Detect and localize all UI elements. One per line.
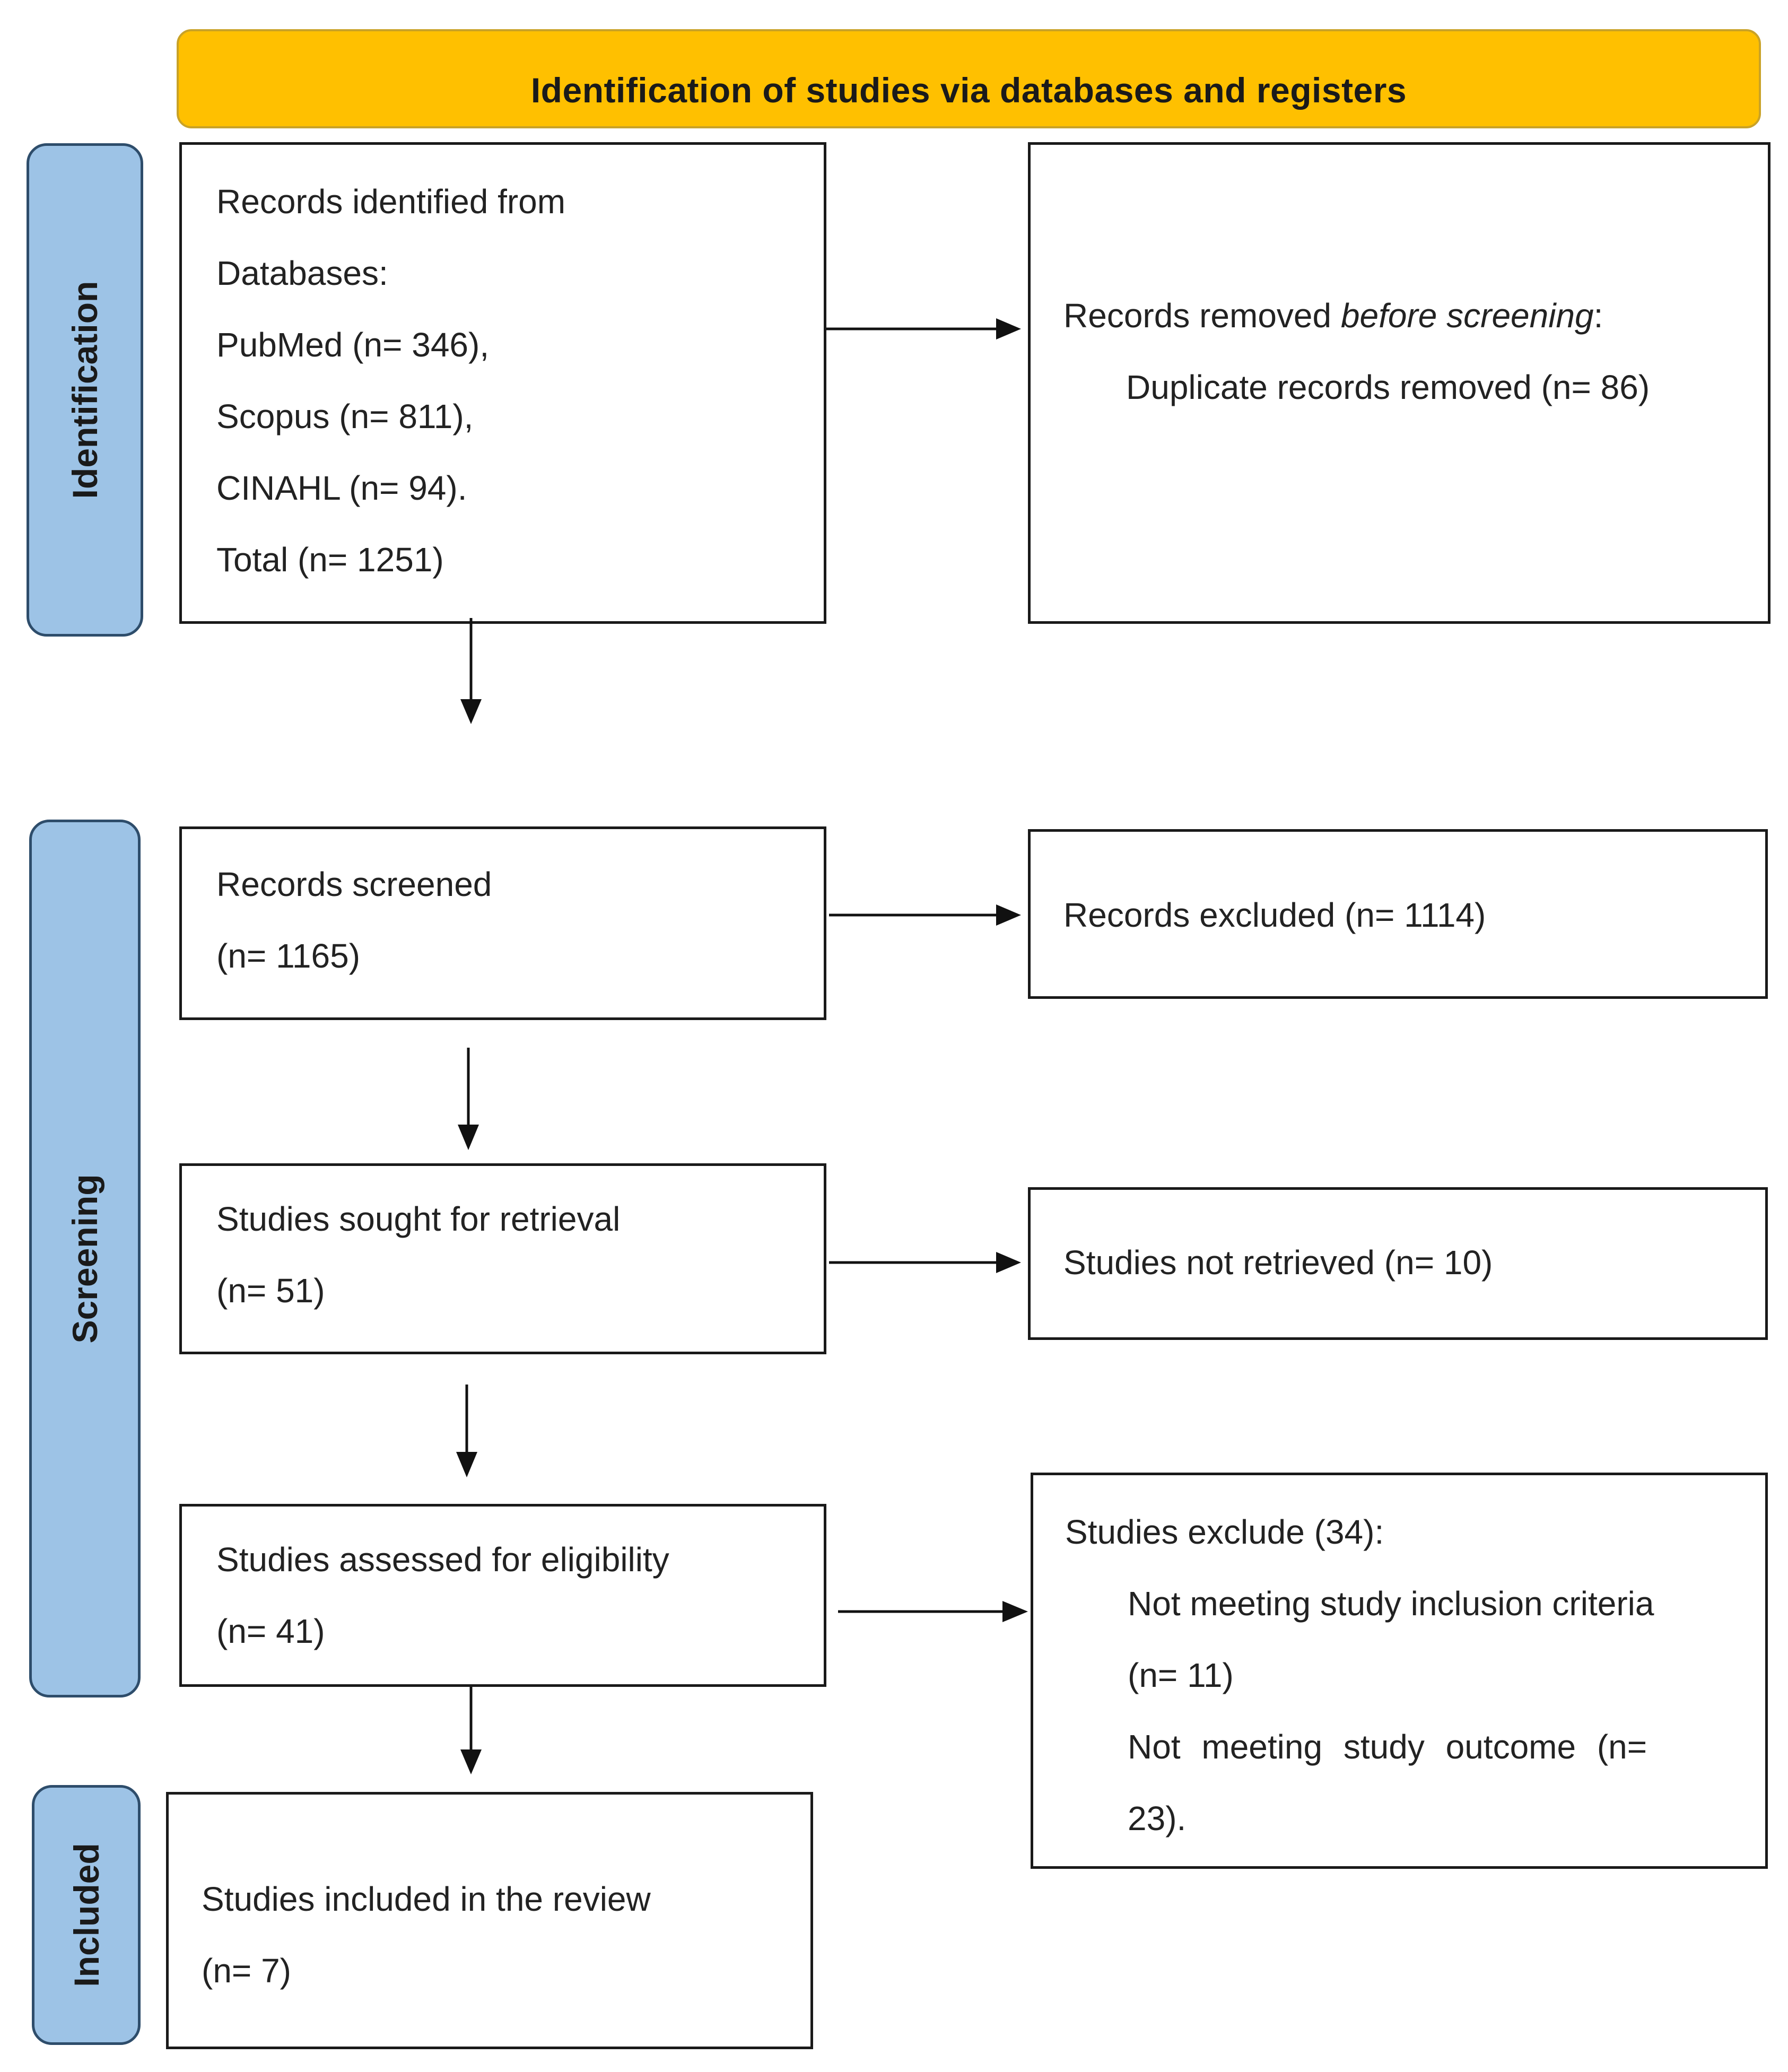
records-removed-italic: before screening xyxy=(1340,297,1594,335)
records-identified-box: Records identified from Databases: PubMe… xyxy=(179,142,826,624)
phase-screening: Screening xyxy=(29,820,141,1697)
inclusion-criteria-reason: Not meeting study inclusion criteria xyxy=(1128,1585,1654,1623)
records-removed-box: Records removed before screening: Duplic… xyxy=(1028,142,1770,624)
exclusion-reasons-box: Studies exclude (34): Not meeting study … xyxy=(1031,1473,1768,1869)
arrowhead-screened xyxy=(460,699,482,724)
inclusion-criteria-count: (n= 11) xyxy=(1128,1656,1234,1694)
studies-sought-box: Studies sought for retrieval (n= 51) xyxy=(179,1163,826,1354)
records-screened-count: (n= 1165) xyxy=(216,937,360,975)
records-identified-line: Records identified from xyxy=(216,182,566,221)
studies-sought-label: Studies sought for retrieval xyxy=(216,1200,621,1238)
pubmed-count: PubMed (n= 346), xyxy=(216,326,490,364)
records-screened-label: Records screened xyxy=(216,865,492,903)
arrowhead-exclusions xyxy=(1002,1601,1028,1622)
studies-included-label: Studies included in the review xyxy=(202,1880,651,1918)
arrowhead-sought xyxy=(458,1125,479,1150)
records-removed-label: Records removed before screening: xyxy=(1063,297,1603,335)
studies-not-retrieved-box: Studies not retrieved (n= 10) xyxy=(1028,1187,1768,1340)
banner-title: Identification of studies via databases … xyxy=(530,71,1407,110)
records-excluded-label: Records excluded (n= 1114) xyxy=(1063,896,1486,934)
studies-included-box: Studies included in the review (n= 7) xyxy=(166,1792,813,2049)
identification-banner: Identification of studies via databases … xyxy=(177,29,1761,128)
studies-assessed-label: Studies assessed for eligibility xyxy=(216,1540,669,1579)
studies-exclude-label: Studies exclude (34): xyxy=(1065,1513,1384,1551)
studies-sought-count: (n= 51) xyxy=(216,1272,325,1310)
studies-included-count: (n= 7) xyxy=(202,1952,291,1990)
outcome-reason: Not meeting study outcome (n= xyxy=(1128,1728,1647,1766)
total-count: Total (n= 1251) xyxy=(216,541,444,579)
scopus-count: Scopus (n= 811), xyxy=(216,397,474,436)
records-screened-box: Records screened (n= 1165) xyxy=(179,826,826,1020)
duplicate-records-line: Duplicate records removed (n= 86) xyxy=(1126,368,1650,406)
studies-assessed-count: (n= 41) xyxy=(216,1612,325,1650)
outcome-count: 23). xyxy=(1128,1799,1187,1838)
phase-included: Included xyxy=(32,1785,141,2045)
arrowhead-not-retrieved xyxy=(996,1252,1021,1273)
arrowhead-excluded xyxy=(996,904,1021,926)
arrowhead-assessed xyxy=(456,1452,477,1477)
arrowhead-included xyxy=(460,1749,482,1774)
studies-assessed-box: Studies assessed for eligibility (n= 41) xyxy=(179,1504,826,1687)
studies-not-retrieved-label: Studies not retrieved (n= 10) xyxy=(1063,1243,1493,1282)
databases-label: Databases: xyxy=(216,254,388,292)
cinahl-count: CINAHL (n= 94). xyxy=(216,469,467,507)
records-excluded-box: Records excluded (n= 1114) xyxy=(1028,829,1768,999)
phase-identification: Identification xyxy=(27,143,143,637)
arrowhead-removed xyxy=(996,318,1021,339)
